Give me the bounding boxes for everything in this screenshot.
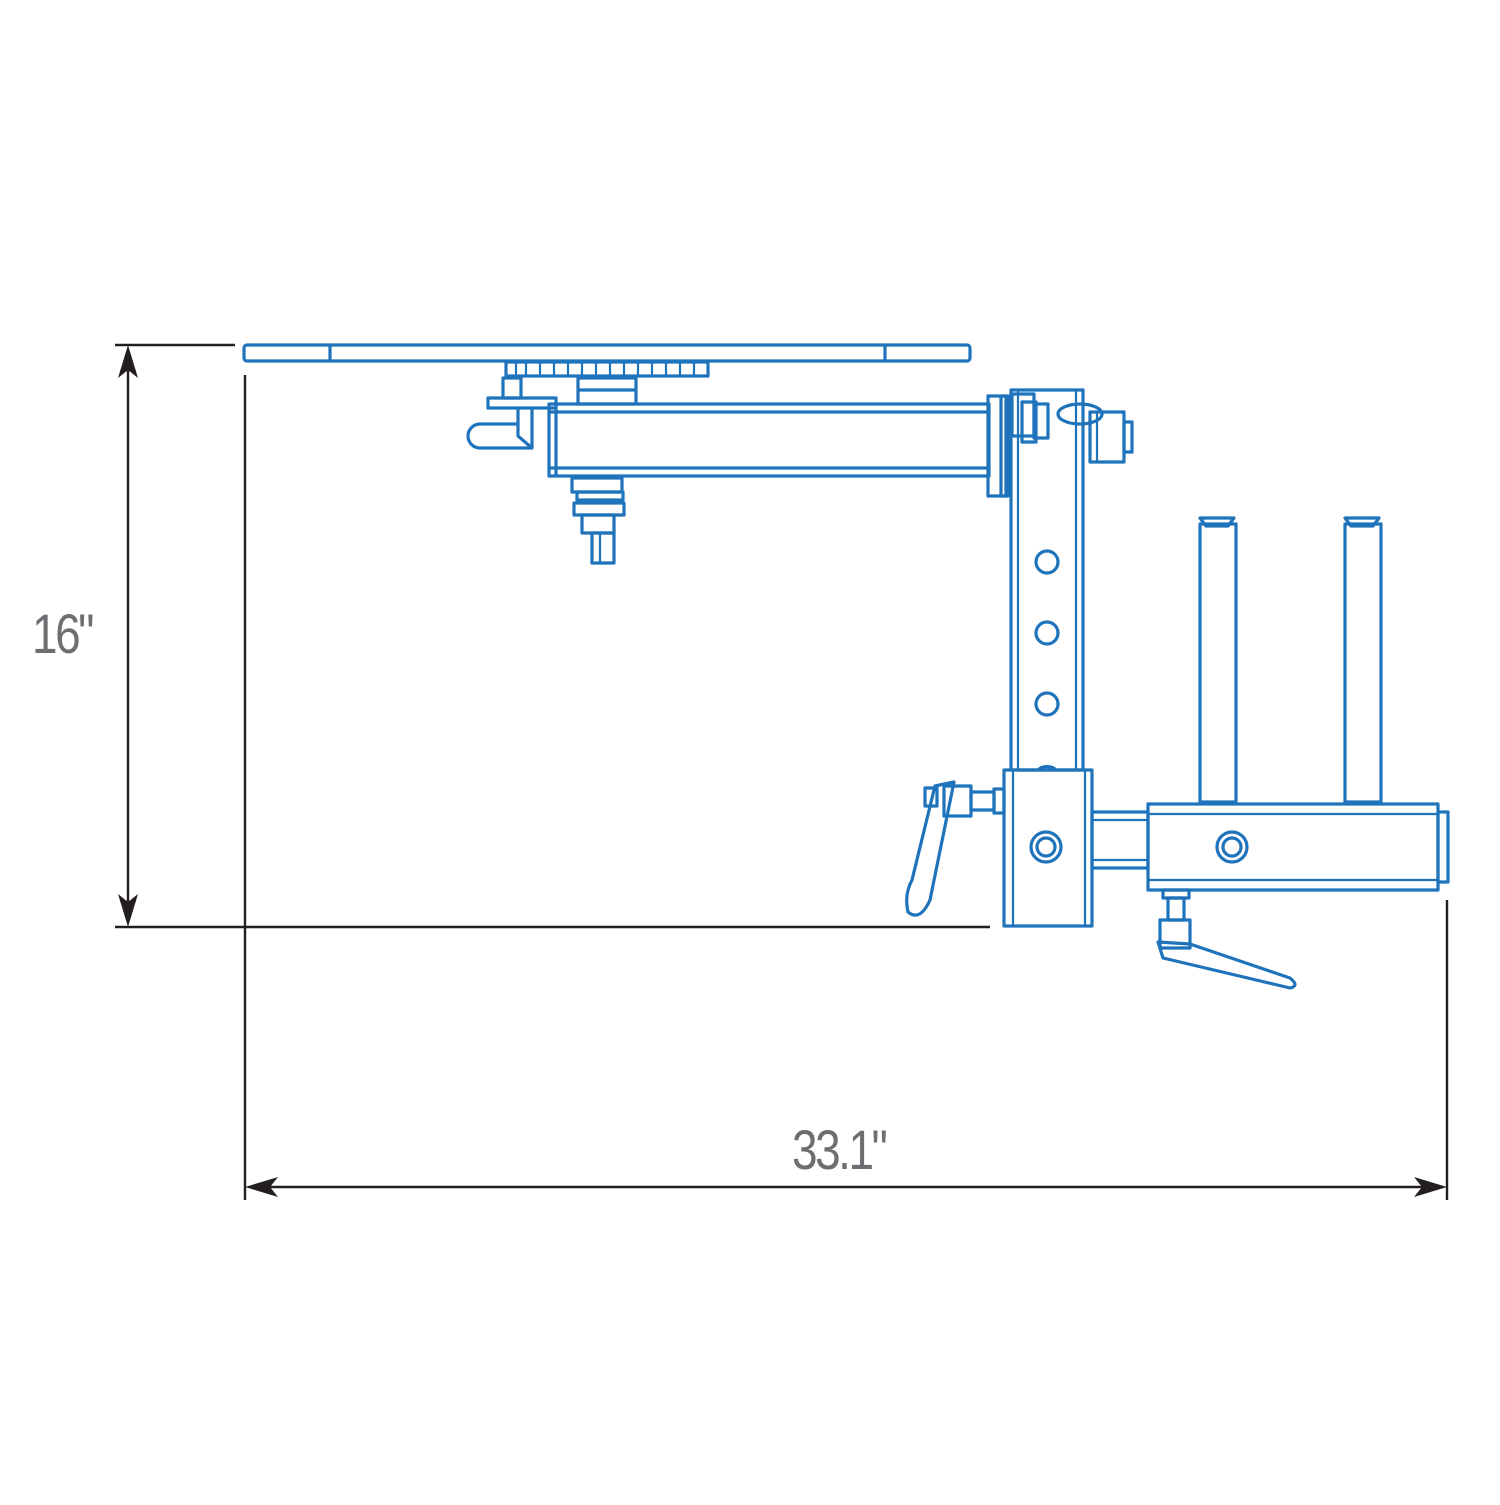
dimension-width	[243, 375, 1449, 1200]
clamp-lever-left	[905, 780, 1006, 917]
gear-hub	[504, 360, 710, 406]
vertical-post	[1009, 388, 1134, 772]
dimension-height	[115, 343, 990, 929]
width-dimension-label: 33.1"	[792, 1118, 888, 1181]
horizontal-arm	[547, 402, 991, 478]
adjustment-holes	[1034, 549, 1060, 772]
lock-knob	[466, 376, 558, 450]
clamp-lever-bottom	[1156, 888, 1297, 990]
vertical-pins	[1198, 516, 1383, 804]
threaded-stud	[570, 476, 626, 565]
top-plate	[242, 343, 972, 363]
height-dimension-label: 16"	[32, 602, 94, 665]
clamp-block	[1002, 768, 1094, 928]
base-bar	[1090, 802, 1450, 892]
arm-end-bracket	[986, 394, 1010, 498]
